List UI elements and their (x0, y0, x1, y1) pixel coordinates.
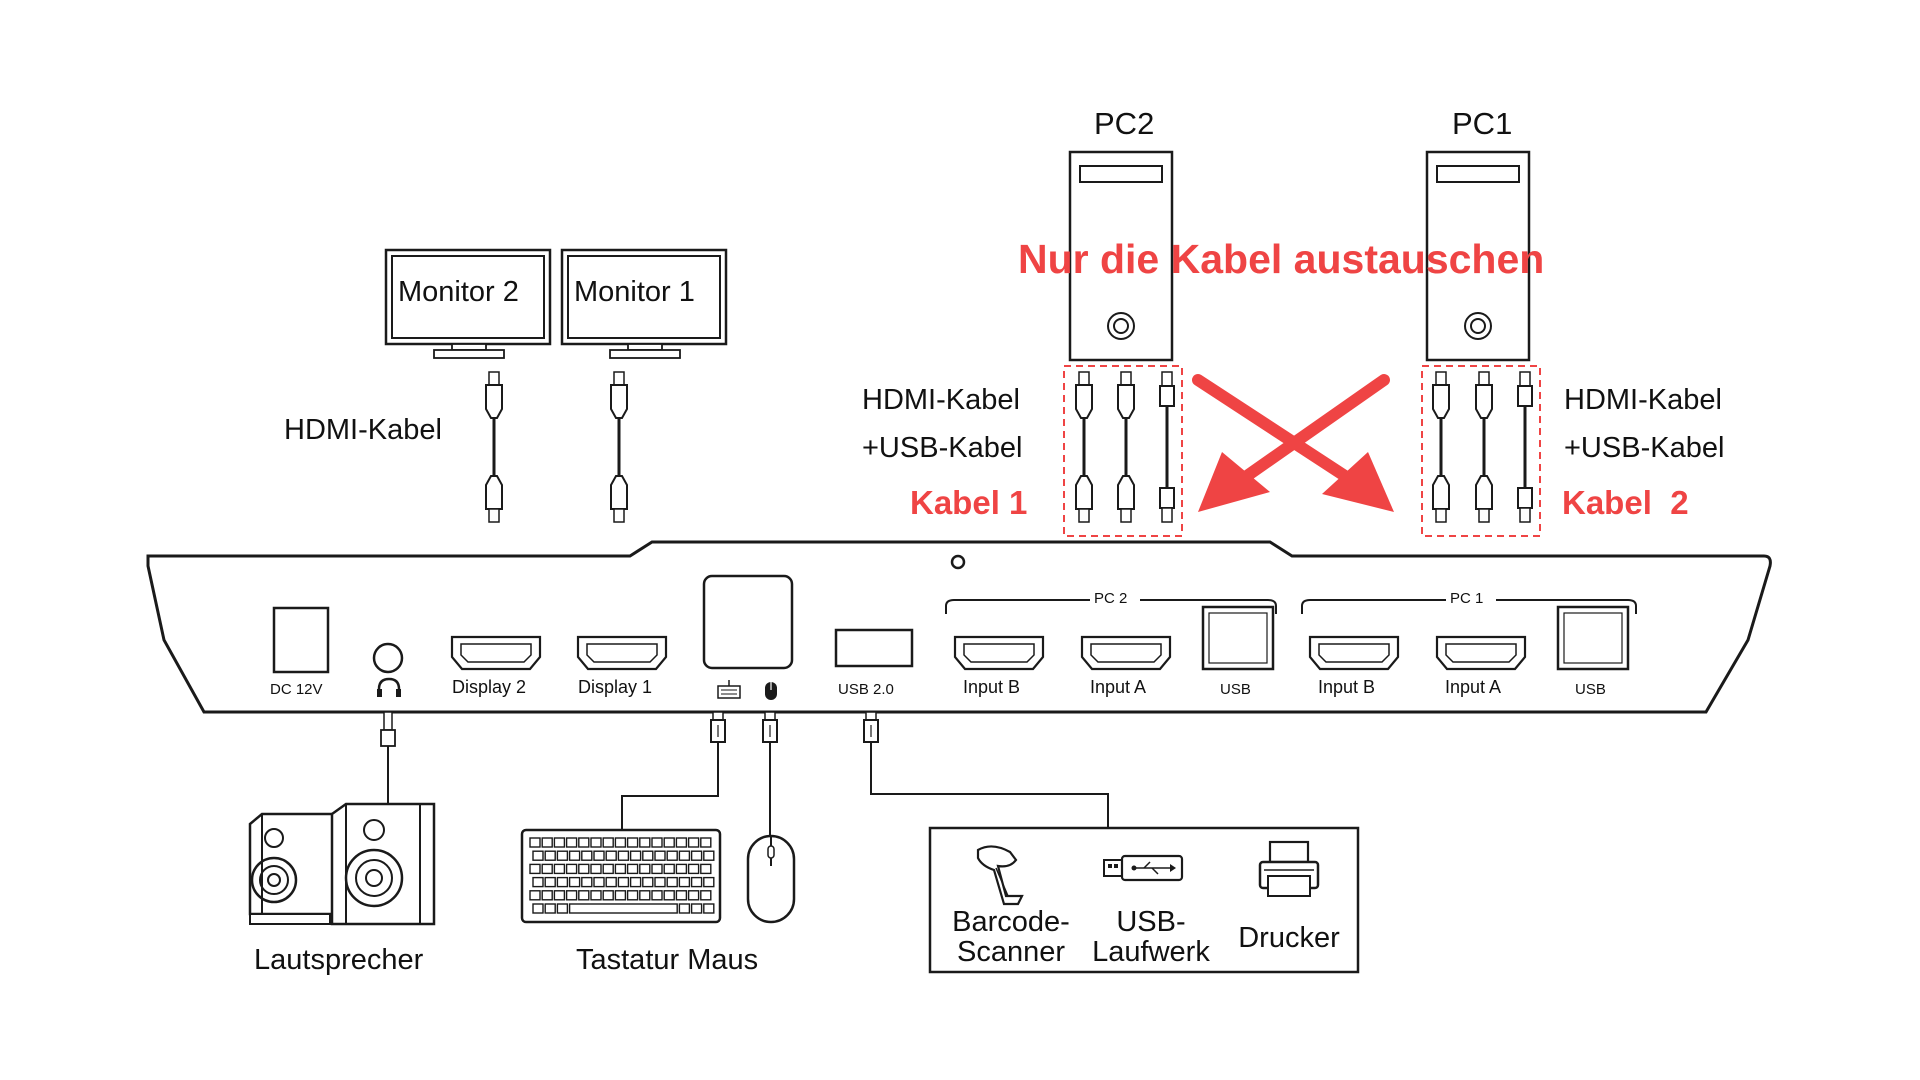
display1-label: Display 1 (578, 677, 653, 697)
pc2-tower (1068, 150, 1174, 362)
pc1-group-label: PC 1 (1450, 590, 1484, 607)
pc1-tower (1425, 150, 1531, 362)
monitor-1-label: Monitor 1 (574, 276, 695, 308)
printer-label: Drucker (1238, 922, 1340, 954)
usb-drive-icon (1103, 854, 1184, 882)
mouse-usb-plug (762, 711, 778, 743)
monitor1-hdmi-cable (609, 370, 629, 524)
headline: Nur die Kabel austauschen (1018, 236, 1545, 282)
monitor-1 (560, 248, 728, 359)
usb-drive-label-1: USB- (1116, 906, 1186, 938)
barcode-scanner-label-2: Scanner (956, 936, 1065, 968)
kvm-switch (146, 540, 1772, 714)
speaker-icon (248, 802, 436, 926)
dc-label: DC 12V (270, 681, 323, 698)
hdmi-cable-label: HDMI-Kabel (284, 414, 442, 446)
right-usb-cable-label: +USB-Kabel (1564, 432, 1725, 464)
pc2-group-label: PC 2 (1094, 590, 1128, 607)
left-hdmi-cable-label: HDMI-Kabel (862, 384, 1020, 416)
monitor-2-label: Monitor 2 (398, 276, 519, 308)
kabel-1-label: Kabel 1 (910, 484, 1028, 521)
left-usb-cable-label: +USB-Kabel (862, 432, 1023, 464)
pc1-usb-label: USB (1575, 681, 1606, 698)
usb20-plug (863, 711, 879, 743)
display2-label: Display 2 (452, 677, 527, 697)
cable-bundle-1 (1063, 365, 1183, 537)
mouse (746, 834, 796, 924)
monitor2-hdmi-cable (484, 370, 504, 524)
pc1-input-b-label: Input B (1318, 677, 1376, 697)
pc2-label: PC2 (1094, 106, 1155, 141)
keyboard-mouse-label: Tastatur Maus (576, 944, 759, 976)
speakers-label: Lautsprecher (254, 944, 424, 976)
kabel-2-label: Kabel 2 (1562, 484, 1689, 521)
headphone-icon (377, 677, 401, 697)
usb-drive-label-2: Laufwerk (1092, 936, 1210, 968)
right-hdmi-cable-label: HDMI-Kabel (1564, 384, 1722, 416)
monitor-2 (384, 248, 552, 359)
keyboard-usb-plug (710, 711, 726, 743)
pc1-label: PC1 (1452, 106, 1513, 141)
audio-cable (380, 711, 396, 818)
keyboard (520, 828, 722, 924)
mouse-icon (765, 682, 777, 700)
pc2-input-b-label: Input B (963, 677, 1021, 697)
pc1-input-a-label: Input A (1445, 677, 1502, 697)
swap-arrows (1192, 374, 1394, 512)
pc2-usb-label: USB (1220, 681, 1251, 698)
barcode-scanner-icon (976, 845, 1024, 906)
pc2-input-a-label: Input A (1090, 677, 1147, 697)
cable-bundle-2 (1421, 365, 1541, 537)
keyboard-icon (717, 680, 741, 699)
printer-icon (1258, 840, 1320, 897)
usb20-label: USB 2.0 (838, 681, 894, 698)
barcode-scanner-label-1: Barcode- (952, 906, 1070, 938)
